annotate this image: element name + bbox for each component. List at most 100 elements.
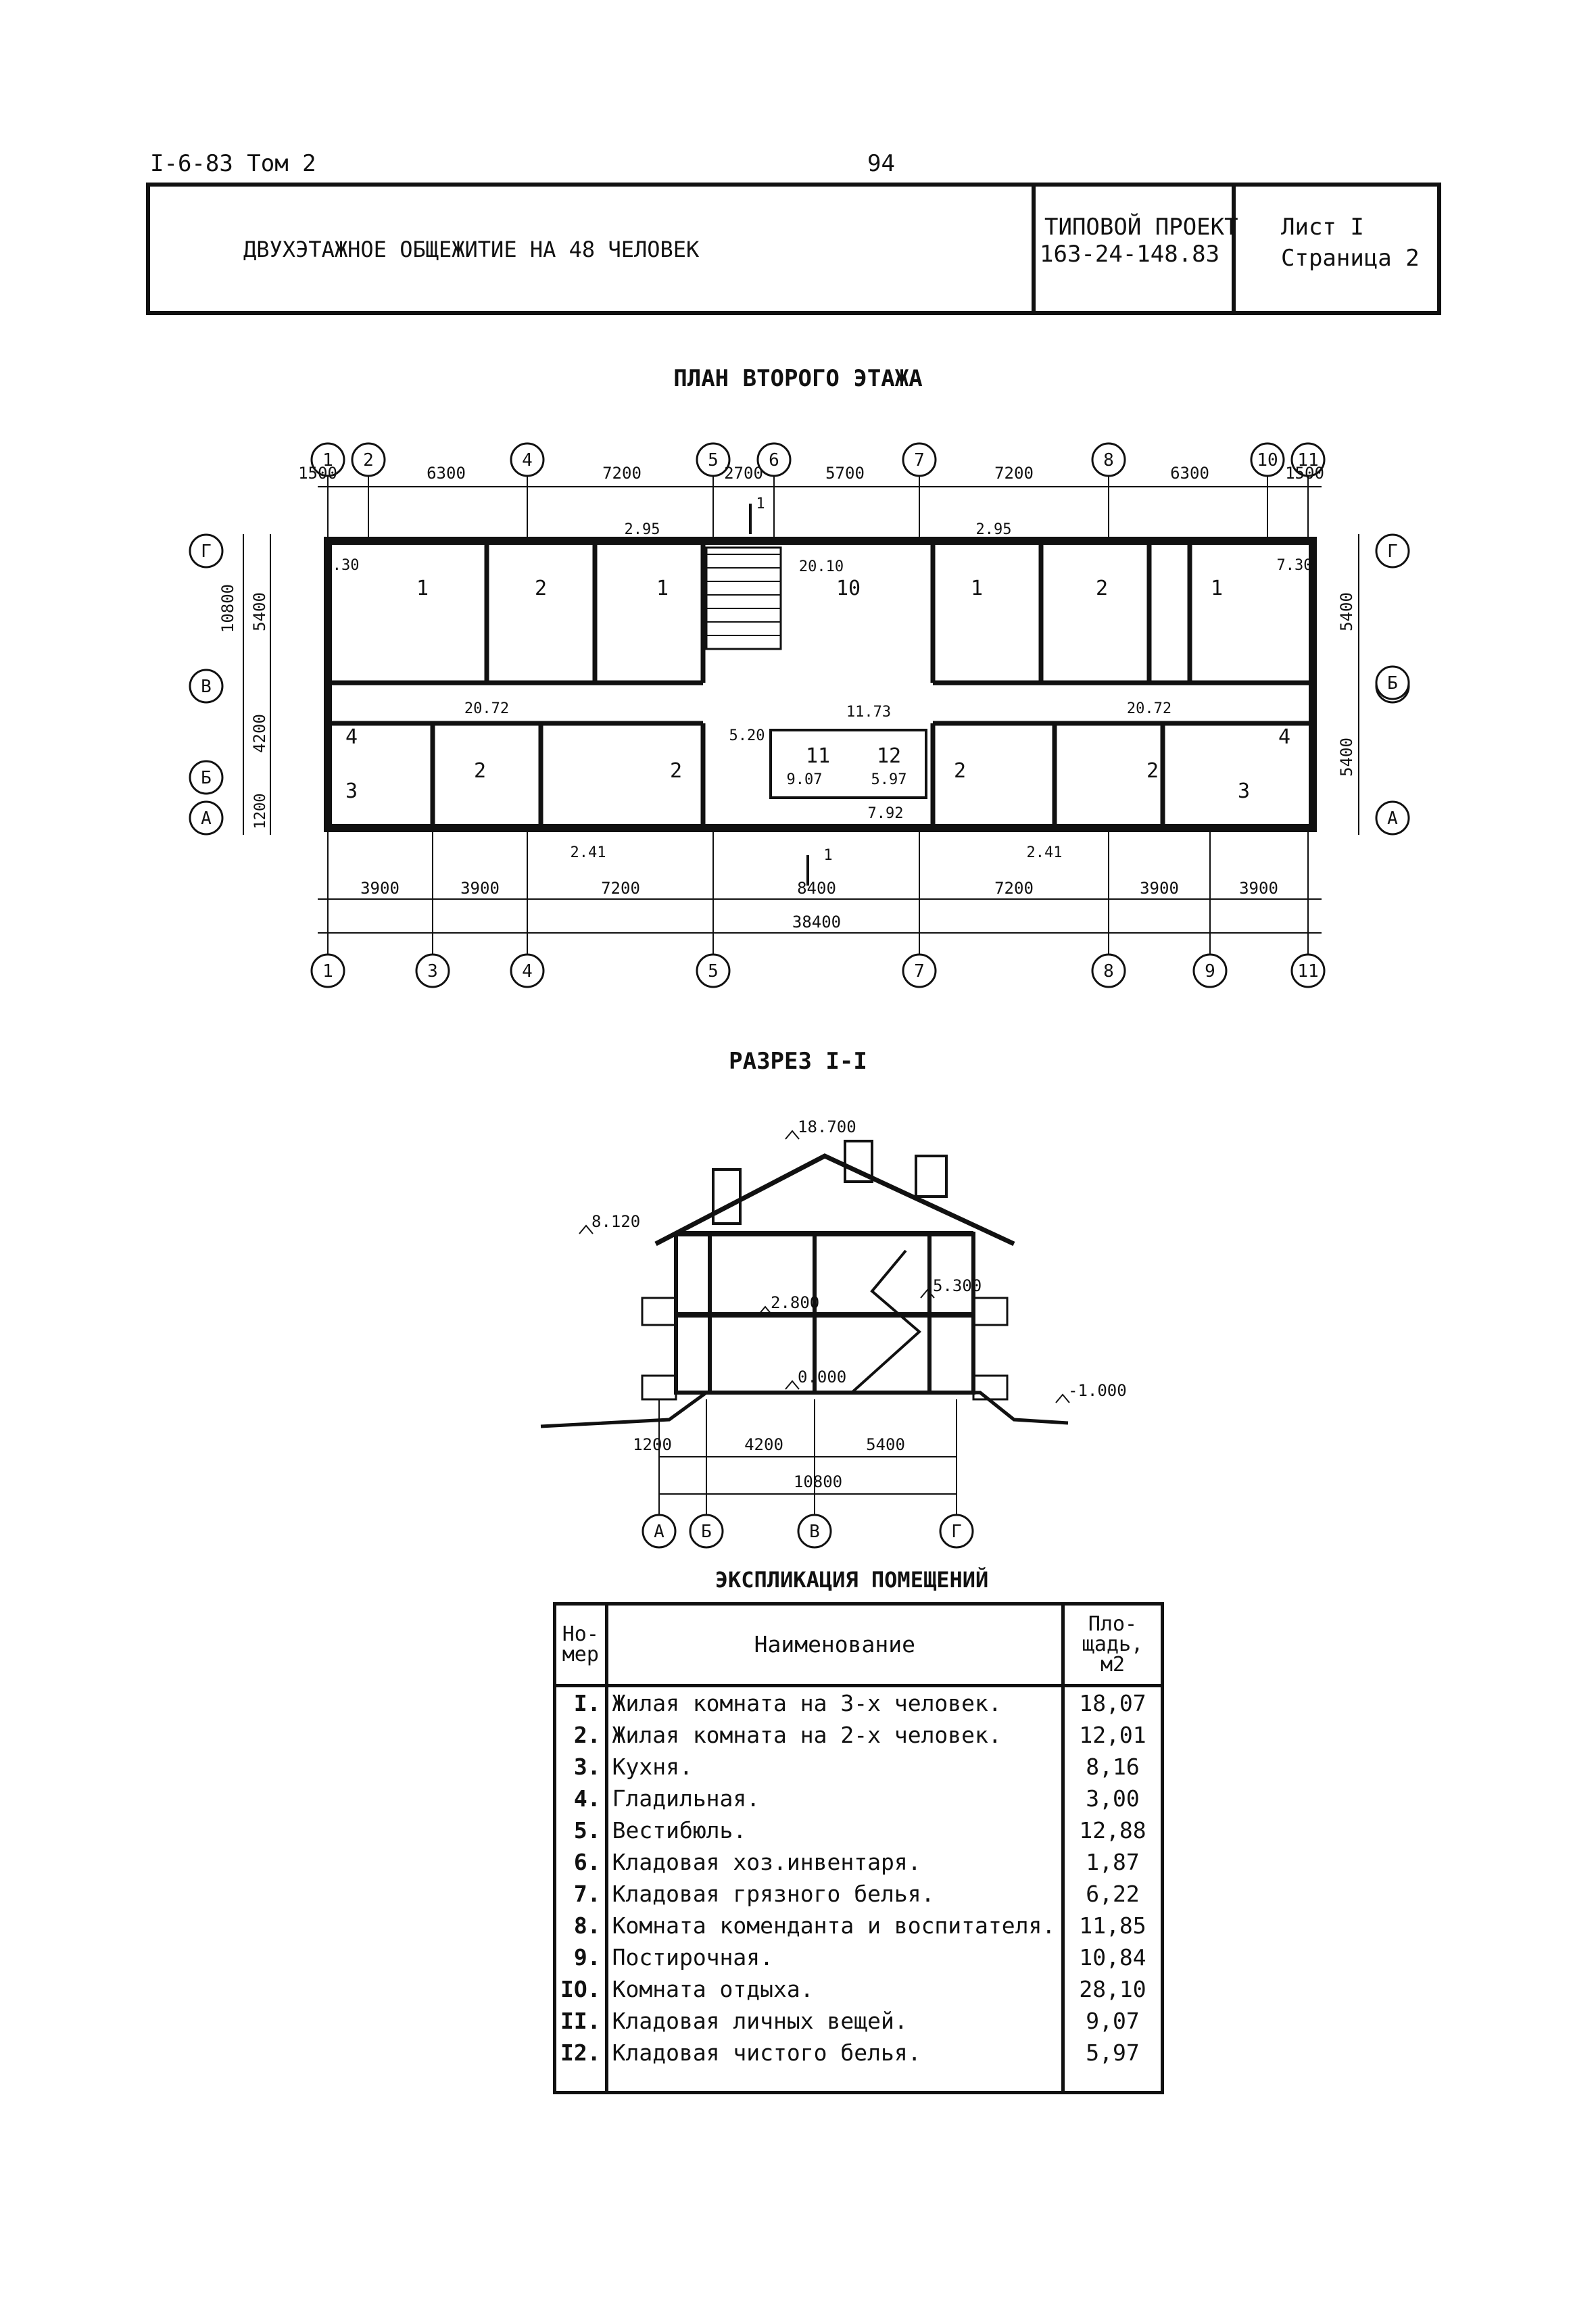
overall-dimension: 10800 <box>794 1472 842 1491</box>
balcony <box>641 1297 677 1326</box>
dimension-label: 5400 <box>1337 592 1356 631</box>
axis-label: 2 <box>363 450 374 471</box>
sheet-page: Страница 2 <box>1281 245 1420 272</box>
room-area: 9,07 <box>1061 2005 1164 2037</box>
dimension-label: 6300 <box>1170 464 1209 483</box>
dimension-label: 7200 <box>602 464 642 483</box>
room-area: 8,16 <box>1061 1751 1164 1783</box>
area-note: 2.41 <box>571 844 606 861</box>
lobby-partition <box>769 729 927 799</box>
dimension-label: 3900 <box>360 879 400 898</box>
area-note: 2.95 <box>625 521 660 538</box>
axis-label: 8 <box>1103 961 1114 982</box>
room-number: 1 <box>656 577 669 600</box>
row-number: 6. <box>553 1846 608 1878</box>
table-row: I2.Кладовая чистого белья.5,97 <box>553 2037 1164 2094</box>
row-number: 4. <box>553 1783 608 1814</box>
axis-label: В <box>809 1522 820 1542</box>
axis-label: В <box>201 677 212 697</box>
room-name: Кухня. <box>604 1751 1065 1783</box>
explication-table: Но-мер Наименование Пло-щадь, м2 I.Жилая… <box>553 1602 1164 2094</box>
table-row: 8.Комната коменданта и воспитателя.11,85 <box>553 1910 1164 1941</box>
area-note: 7.92 <box>868 805 904 822</box>
dimension-label: 7200 <box>994 464 1034 483</box>
axis-label: 4 <box>522 961 533 982</box>
area-note: 20.72 <box>464 700 509 717</box>
title-block <box>146 183 1441 315</box>
room-name: Вестибюль. <box>604 1814 1065 1846</box>
axis-label: А <box>201 809 212 829</box>
row-number: IO. <box>553 1973 608 2005</box>
area-note: 2.41 <box>1027 844 1063 861</box>
room-name: Жилая комната на 2-х человек. <box>604 1719 1065 1751</box>
building-name: ДВУХЭТАЖНОЕ ОБЩЕЖИТИЕ НА 48 ЧЕЛОВЕК <box>243 237 700 262</box>
balcony <box>972 1374 1009 1401</box>
area-note: 20.10 <box>799 558 844 575</box>
room-number: 1 <box>971 577 983 600</box>
table-row: 7.Кладовая грязного белья.6,22 <box>553 1878 1164 1910</box>
level-mark: 0.000 <box>798 1368 846 1386</box>
dimension-label: 5400 <box>1337 738 1356 777</box>
dimension-label: 6300 <box>427 464 466 483</box>
axis-label: Г <box>951 1522 962 1542</box>
level-triangle <box>785 1130 800 1140</box>
room-area: 18,07 <box>1061 1685 1164 1719</box>
dimension-label: 5400 <box>250 592 269 631</box>
axis-marker-row-left <box>189 533 224 569</box>
row-number: 2. <box>553 1719 608 1751</box>
axis-label: 4 <box>522 450 533 471</box>
dimension-label: 5700 <box>825 464 865 483</box>
room-number: 11 <box>806 744 830 768</box>
stair <box>850 1249 922 1394</box>
level-mark: -1.000 <box>1068 1381 1127 1400</box>
axis-label: 9 <box>1205 961 1215 982</box>
dimension-label: 2700 <box>724 464 763 483</box>
room-number: 2 <box>954 759 966 783</box>
axis-marker-row-right <box>1375 800 1410 836</box>
room-area: 10,84 <box>1061 1941 1164 1973</box>
level-triangle <box>920 1288 935 1299</box>
axis-label: 10 <box>1257 450 1278 471</box>
row-number: 8. <box>553 1910 608 1941</box>
axis-label: 11 <box>1297 961 1318 982</box>
title-block-divider <box>1032 183 1036 315</box>
chimney <box>844 1140 873 1183</box>
room-number: 3 <box>345 779 358 803</box>
row-number: I. <box>553 1685 608 1719</box>
balcony <box>641 1374 677 1401</box>
room-name: Постирочная. <box>604 1941 1065 1973</box>
level-triangle <box>1055 1393 1070 1403</box>
column-header-number: Но-мер <box>553 1602 608 1687</box>
axis-label: 1 <box>322 961 333 982</box>
dimension-label: 1200 <box>252 794 269 829</box>
dimension-label: 3900 <box>460 879 500 898</box>
title-block-divider <box>1232 183 1236 315</box>
room-name: Кладовая личных вещей. <box>604 2005 1065 2037</box>
axis-label: Г <box>1387 541 1398 562</box>
axis-label: 3 <box>427 961 438 982</box>
axis-label: Б <box>701 1522 712 1542</box>
room-name: Кладовая хоз.инвентаря. <box>604 1846 1065 1878</box>
axis-label: 1 <box>322 450 333 471</box>
room-number: 4 <box>345 725 358 749</box>
roof <box>654 1153 1015 1247</box>
dimension-label: 7200 <box>601 879 640 898</box>
level-mark: 8.120 <box>591 1212 640 1231</box>
room-area: 12,88 <box>1061 1814 1164 1846</box>
row-number: 5. <box>553 1814 608 1846</box>
dimension-label: 1200 <box>633 1435 672 1454</box>
row-number: 7. <box>553 1878 608 1910</box>
plan-title: ПЛАН ВТОРОГО ЭТАЖА <box>673 365 923 392</box>
table-row: 6.Кладовая хоз.инвентаря.1,87 <box>553 1846 1164 1878</box>
row-number: 9. <box>553 1941 608 1973</box>
dimension-label: 4200 <box>250 714 269 753</box>
room-number: 2 <box>1146 759 1159 783</box>
axis-label: А <box>1387 809 1398 829</box>
room-number: 2 <box>670 759 682 783</box>
room-number: 3 <box>1238 779 1250 803</box>
level-mark: 5.300 <box>933 1276 982 1295</box>
chimney <box>915 1155 948 1198</box>
project-number: 163-24-148.83 <box>1040 241 1220 268</box>
